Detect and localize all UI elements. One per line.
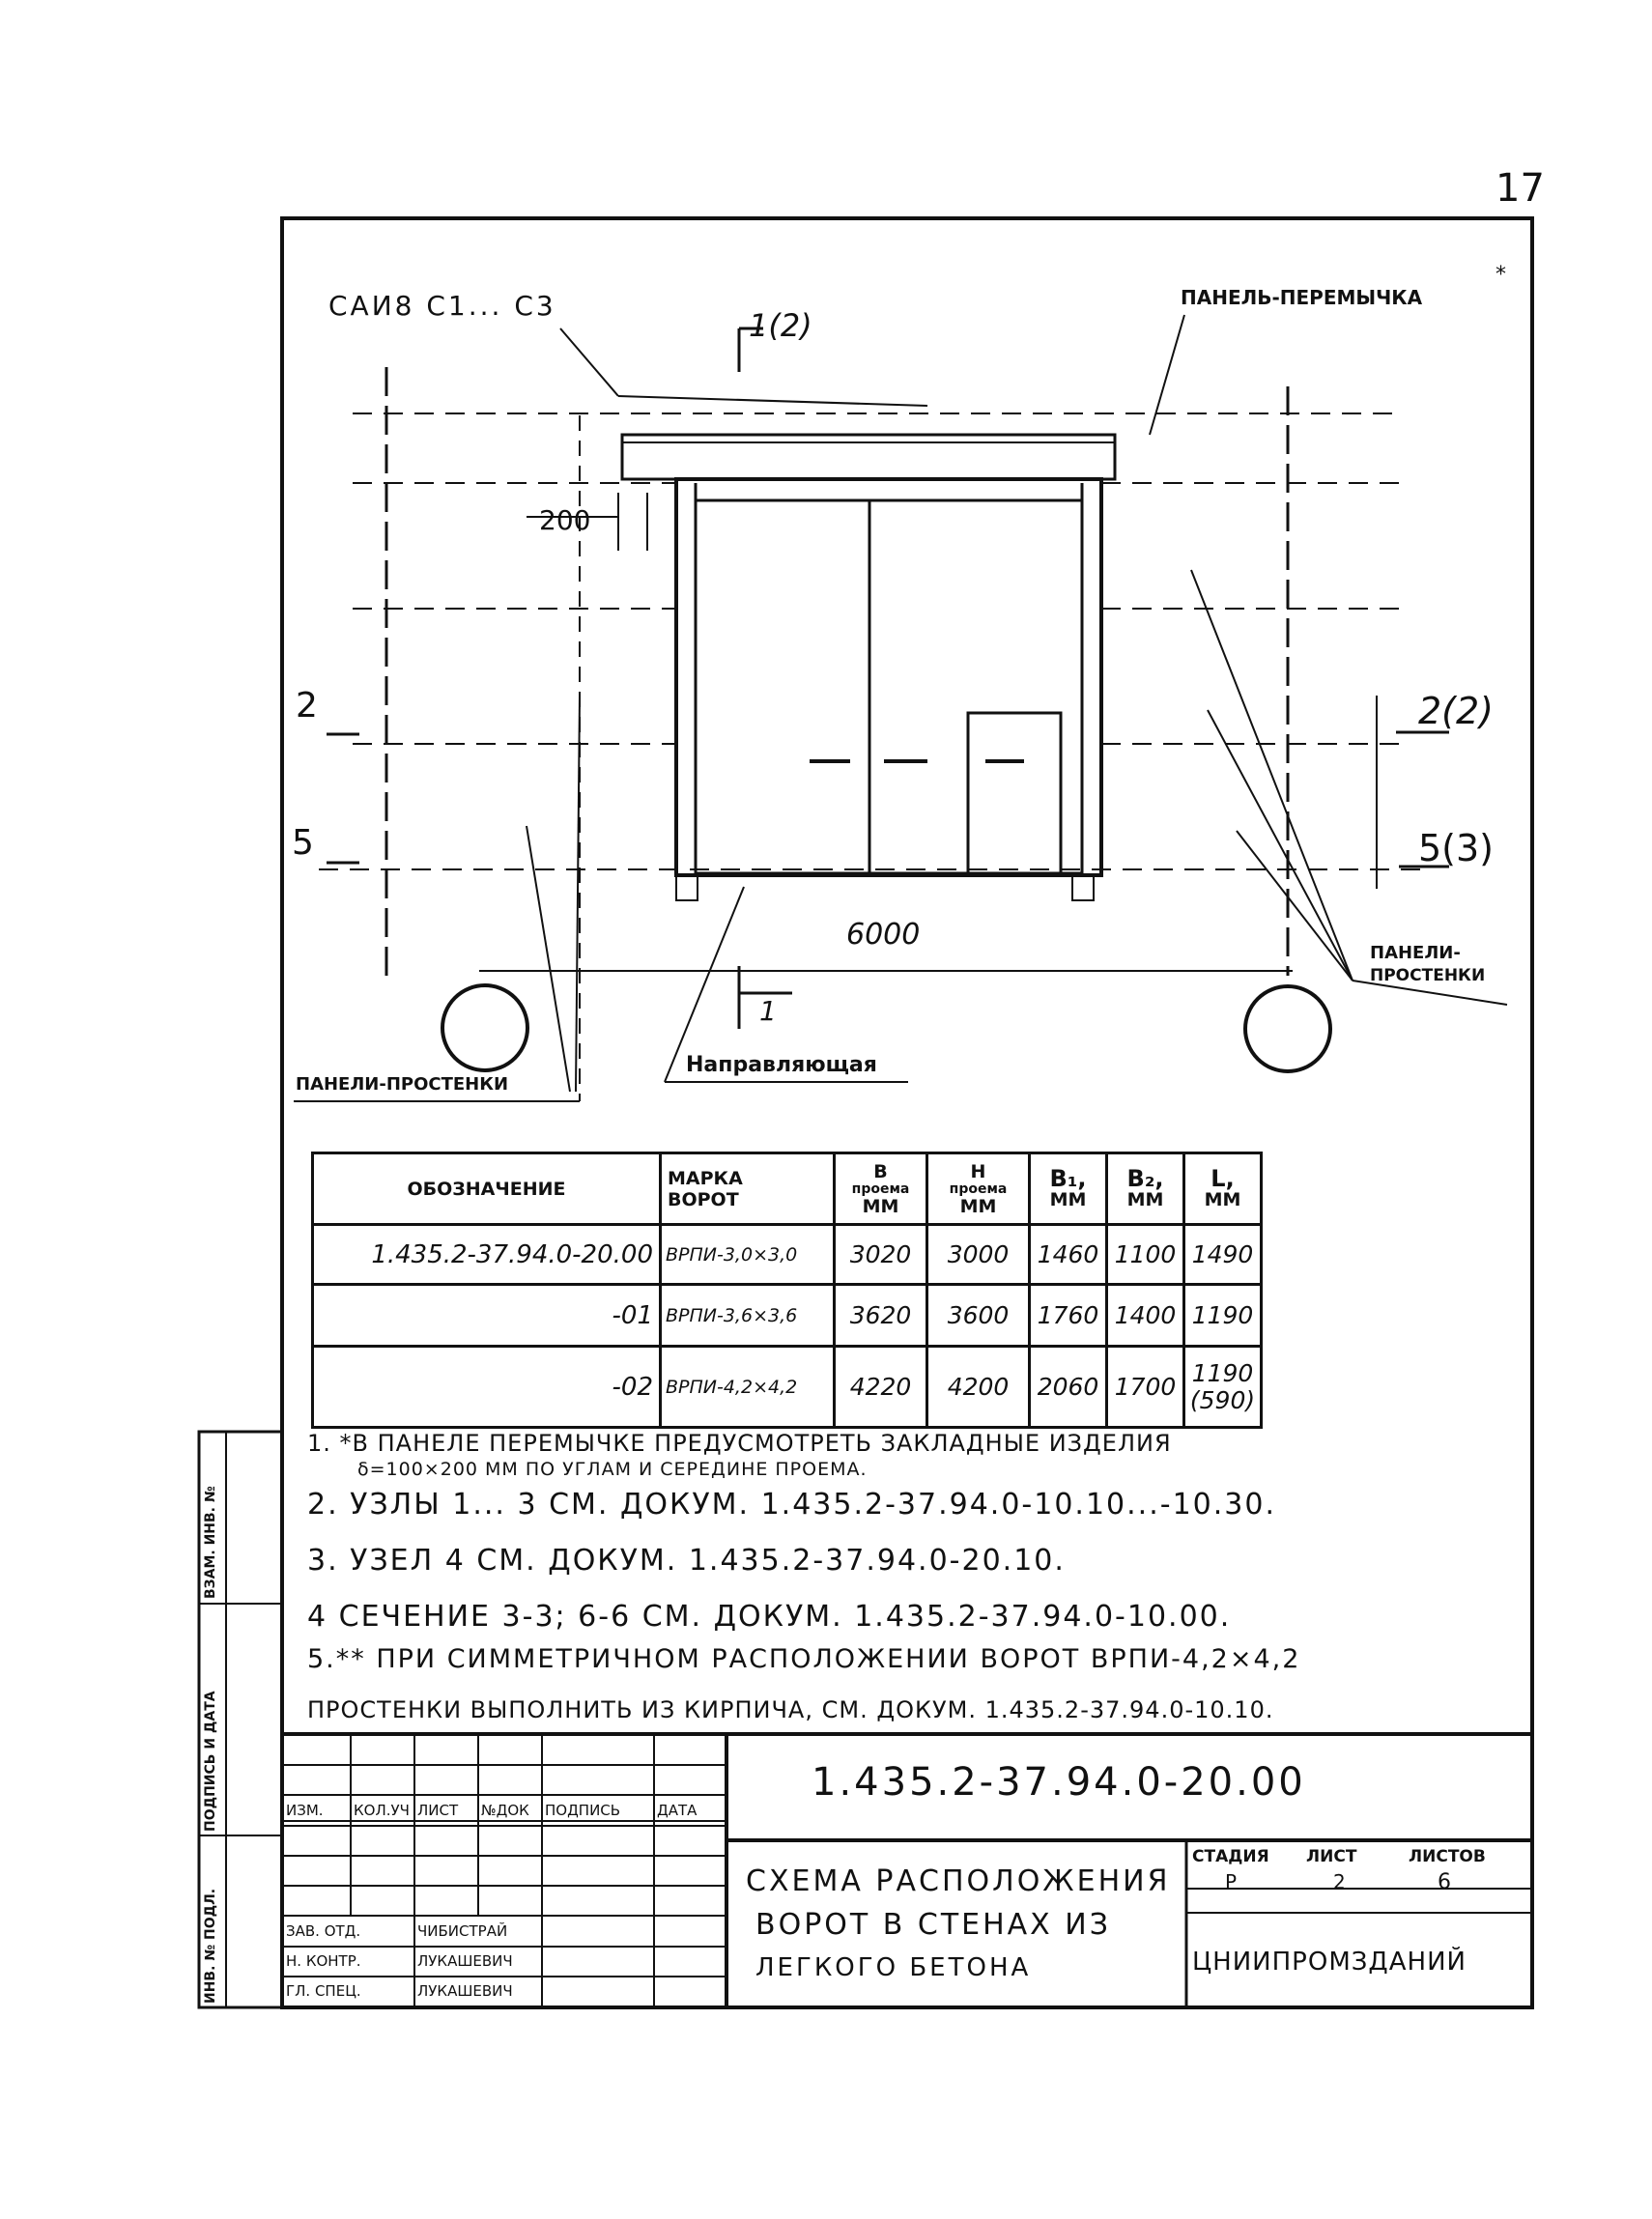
- cell-b2: 1100: [1105, 1223, 1185, 1286]
- strips-label: САИ8 С1... С3: [328, 290, 556, 322]
- organization: ЦНИИПРОМЗДАНИЙ: [1192, 1948, 1467, 1977]
- table-row: 1.435.2-37.94.0-20.00 ВРПИ-3,0×3,0 3020 …: [311, 1223, 1263, 1286]
- sheets-header: ЛИСТОВ: [1409, 1847, 1486, 1866]
- header-b: В проема ММ: [833, 1152, 928, 1226]
- cell-b: 3620: [833, 1283, 928, 1348]
- header-h: Н проема ММ: [926, 1152, 1031, 1226]
- header-l: L, ММ: [1182, 1152, 1263, 1226]
- cell-h: 4200: [926, 1345, 1031, 1429]
- table-row: -02 ВРПИ-4,2×4,2 4220 4200 2060 1700 119…: [311, 1345, 1263, 1429]
- axis-bubble-right: [1243, 984, 1332, 1073]
- rev-header-sign: ПОДПИСЬ: [541, 1794, 655, 1827]
- revision-header-row: ИЗМ. КОЛ.УЧ ЛИСТ №ДОК ПОДПИСЬ ДАТА: [282, 1794, 728, 1827]
- sheet-header: ЛИСТ: [1306, 1847, 1357, 1866]
- section-marker-bottom: 1: [759, 995, 777, 1027]
- cell-mark: ВРПИ-3,6×3,6: [659, 1283, 836, 1348]
- spec-table: ОБОЗНАЧЕНИЕ МАРКА ВОРОТ В проема ММ Н пр…: [311, 1152, 1263, 1429]
- pier-panels-left-label: ПАНЕЛИ-ПРОСТЕНКИ: [296, 1074, 509, 1095]
- title-line-2: ВОРОТ В СТЕНАХ ИЗ: [755, 1908, 1111, 1942]
- rev-header-doc: №ДОК: [477, 1794, 543, 1827]
- rev-header-kol: КОЛ.УЧ: [350, 1794, 415, 1827]
- axis-bubble-left: [441, 983, 529, 1072]
- staff-name: ЧИБИСТРАЙ: [413, 1915, 543, 1948]
- section-marker-top: 1(2): [749, 307, 812, 344]
- stage-value: Р: [1225, 1870, 1238, 1893]
- wicket-door: [966, 711, 1063, 875]
- node-5-right: 5(3): [1418, 827, 1495, 869]
- table-row: -01 ВРПИ-3,6×3,6 3620 3600 1760 1400 119…: [311, 1283, 1263, 1348]
- note-5: 5.** ПРИ СИММЕТРИЧНОМ РАСПОЛОЖЕНИИ ВОРОТ…: [307, 1644, 1301, 1674]
- lintel-panel: [620, 433, 1117, 481]
- header-b2: В₂, ММ: [1105, 1152, 1185, 1226]
- note-5b: ПРОСТЕНКИ ВЫПОЛНИТЬ ИЗ КИРПИЧА, СМ. ДОКУ…: [307, 1696, 1274, 1723]
- note-1a: 1. *В ПАНЕЛЕ ПЕРЕМЫЧКЕ ПРЕДУСМОТРЕТЬ ЗАК…: [307, 1430, 1172, 1457]
- rev-header-date: ДАТА: [653, 1794, 728, 1827]
- header-b1: В₁, ММ: [1028, 1152, 1108, 1226]
- pier-panels-right-label-1: ПАНЕЛИ-: [1370, 943, 1461, 963]
- note-3: 3. УЗЕЛ 4 СМ. ДОКУМ. 1.435.2-37.94.0-20.…: [307, 1544, 1066, 1578]
- dimension-6000: 6000: [846, 918, 921, 952]
- staff-row: ГЛ. СПЕЦ. ЛУКАШЕВИЧ: [282, 1975, 728, 2008]
- note-4: 4 СЕЧЕНИЕ 3-3; 6-6 СМ. ДОКУМ. 1.435.2-37…: [307, 1600, 1232, 1634]
- cell-b1: 1460: [1028, 1223, 1108, 1286]
- node-2-left: 2: [296, 686, 318, 725]
- staff-name: ЛУКАШЕВИЧ: [413, 1975, 543, 2008]
- grid-lines: [319, 413, 1430, 870]
- cell-b1: 1760: [1028, 1283, 1108, 1348]
- side-stamp-signature-date: ПОДПИСЬ И ДАТА: [203, 1691, 218, 1832]
- side-stamp-replace-inv: ВЗАМ. ИНВ. №: [203, 1486, 218, 1599]
- gate-frame-outer: [674, 477, 1103, 877]
- cell-b2: 1400: [1105, 1283, 1185, 1348]
- staff-name: ЛУКАШЕВИЧ: [413, 1945, 543, 1977]
- spec-table-header: ОБОЗНАЧЕНИЕ МАРКА ВОРОТ В проема ММ Н пр…: [311, 1152, 1263, 1226]
- staff-row: ЗАВ. ОТД. ЧИБИСТРАЙ: [282, 1915, 728, 1948]
- page-number: 17: [1495, 166, 1545, 211]
- node-5-left: 5: [292, 823, 314, 863]
- cell-l: 1190: [1182, 1283, 1263, 1348]
- cell-b: 3020: [833, 1223, 928, 1286]
- axis-lines: [385, 367, 1290, 976]
- cell-designation: 1.435.2-37.94.0-20.00: [311, 1223, 662, 1286]
- lintel-asterisk: *: [1495, 263, 1506, 287]
- revision-block: ИЗМ. КОЛ.УЧ ЛИСТ №ДОК ПОДПИСЬ ДАТА ЗАВ. …: [282, 1733, 728, 2008]
- cell-h: 3000: [926, 1223, 1031, 1286]
- lintel-panel-label: ПАНЕЛЬ-ПЕРЕМЫЧКА: [1181, 286, 1423, 309]
- cell-h: 3600: [926, 1283, 1031, 1348]
- staff-role: ЗАВ. ОТД.: [282, 1915, 415, 1948]
- side-stamp-frame: [197, 1430, 284, 2009]
- document-code: 1.435.2-37.94.0-20.00: [812, 1760, 1306, 1805]
- sheets-value: 6: [1438, 1870, 1451, 1894]
- header-gate-mark: МАРКА ВОРОТ: [659, 1152, 836, 1226]
- header-designation: ОБОЗНАЧЕНИЕ: [311, 1152, 662, 1226]
- stage-header: СТАДИЯ: [1192, 1847, 1269, 1866]
- title-line-1: СХЕМА РАСПОЛОЖЕНИЯ: [746, 1864, 1171, 1898]
- guide-label: Направляющая: [686, 1053, 877, 1077]
- dimension-200: 200: [539, 504, 591, 536]
- rev-header-izm: ИЗМ.: [282, 1794, 352, 1827]
- cell-mark: ВРПИ-4,2×4,2: [659, 1345, 836, 1429]
- pier-panels-right-label-2: ПРОСТЕНКИ: [1370, 966, 1486, 985]
- sheet-value: 2: [1333, 1870, 1346, 1893]
- cell-b2: 1700: [1105, 1345, 1185, 1429]
- staff-role: Н. КОНТР.: [282, 1945, 415, 1977]
- cell-l: 1190 (590): [1182, 1345, 1263, 1429]
- staff-role: ГЛ. СПЕЦ.: [282, 1975, 415, 2008]
- title-line-3: ЛЕГКОГО БЕТОНА: [755, 1953, 1032, 1982]
- staff-row: Н. КОНТР. ЛУКАШЕВИЧ: [282, 1945, 728, 1977]
- gate-frame-inner: [694, 498, 1084, 875]
- cell-b: 4220: [833, 1345, 928, 1429]
- cell-mark: ВРПИ-3,0×3,0: [659, 1223, 836, 1286]
- node-2-right: 2(2): [1418, 690, 1495, 732]
- rev-header-list: ЛИСТ: [413, 1794, 479, 1827]
- cell-designation: -02: [311, 1345, 662, 1429]
- cell-designation: -01: [311, 1283, 662, 1348]
- note-1b: δ=100×200 ММ ПО УГЛАМ И СЕРЕДИНЕ ПРОЕМА.: [357, 1459, 868, 1480]
- note-2: 2. УЗЛЫ 1... 3 СМ. ДОКУМ. 1.435.2-37.94.…: [307, 1488, 1276, 1522]
- title-block-frame: [280, 1732, 1534, 2009]
- cell-l: 1490: [1182, 1223, 1263, 1286]
- side-stamp-inv-original: ИНВ. № ПОДЛ.: [203, 1888, 218, 2004]
- cell-b1: 2060: [1028, 1345, 1108, 1429]
